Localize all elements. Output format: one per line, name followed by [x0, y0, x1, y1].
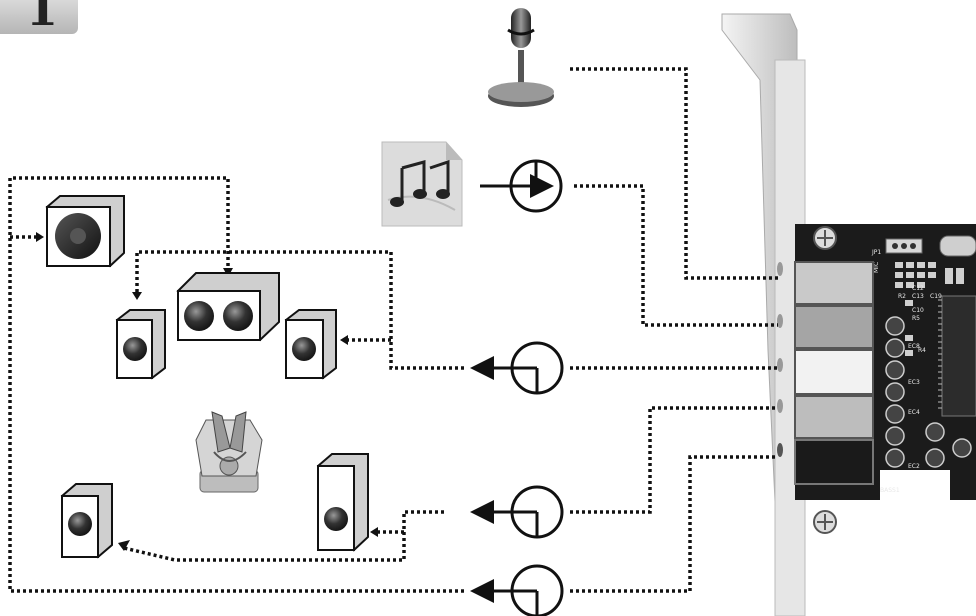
- card-label-jp1: JP1: [871, 249, 881, 256]
- rear-right-speaker: [318, 454, 368, 550]
- jack-rear-out: [795, 396, 873, 438]
- rear-out-symbol: [476, 487, 562, 537]
- card-label-r5: R5: [912, 315, 920, 322]
- rear-left-speaker: [62, 484, 112, 557]
- card-label-bass1: BASS1: [880, 487, 900, 494]
- jack-mic: [795, 262, 873, 304]
- jack-bass-out: [795, 440, 873, 484]
- card-label-mic: MIC: [873, 262, 880, 273]
- front-right-speaker: [286, 310, 336, 378]
- microphone-icon: [488, 8, 554, 107]
- subwoofer-speaker: [47, 196, 124, 266]
- jack-line-in: [795, 306, 873, 348]
- rear-out-line: [570, 408, 778, 512]
- bass-out-line: [570, 457, 778, 591]
- card-label-c12: C12: [912, 285, 924, 292]
- card-label-c13: C13: [912, 293, 924, 300]
- front-out-symbol: [476, 343, 562, 393]
- jack-front-out: [795, 350, 873, 394]
- front-left-speaker: [117, 310, 165, 378]
- card-label-r2: R2: [898, 293, 906, 300]
- card-chip: [942, 296, 976, 416]
- card-label-c19: C19: [930, 293, 942, 300]
- bass-out-symbol: [476, 566, 562, 616]
- card-label-ec8: EC8: [908, 343, 920, 350]
- rear-speakers-line: [124, 512, 444, 560]
- card-label-ec2: EC2: [908, 463, 920, 470]
- card-label-ec3: EC3: [908, 379, 920, 386]
- card-label-ec4: EC4: [908, 409, 920, 416]
- line-in-symbol: [480, 161, 561, 211]
- sound-card: MIC R2 C13 C19 C12 C10 R5 R4 EC8 EC3 EC4…: [722, 14, 976, 616]
- music-file-icon: [382, 142, 462, 226]
- listener-icon: [196, 412, 262, 492]
- mic-line: [570, 69, 778, 278]
- center-speaker: [178, 273, 279, 340]
- card-label-c10: C10: [912, 307, 924, 314]
- line-in-line: [574, 186, 778, 325]
